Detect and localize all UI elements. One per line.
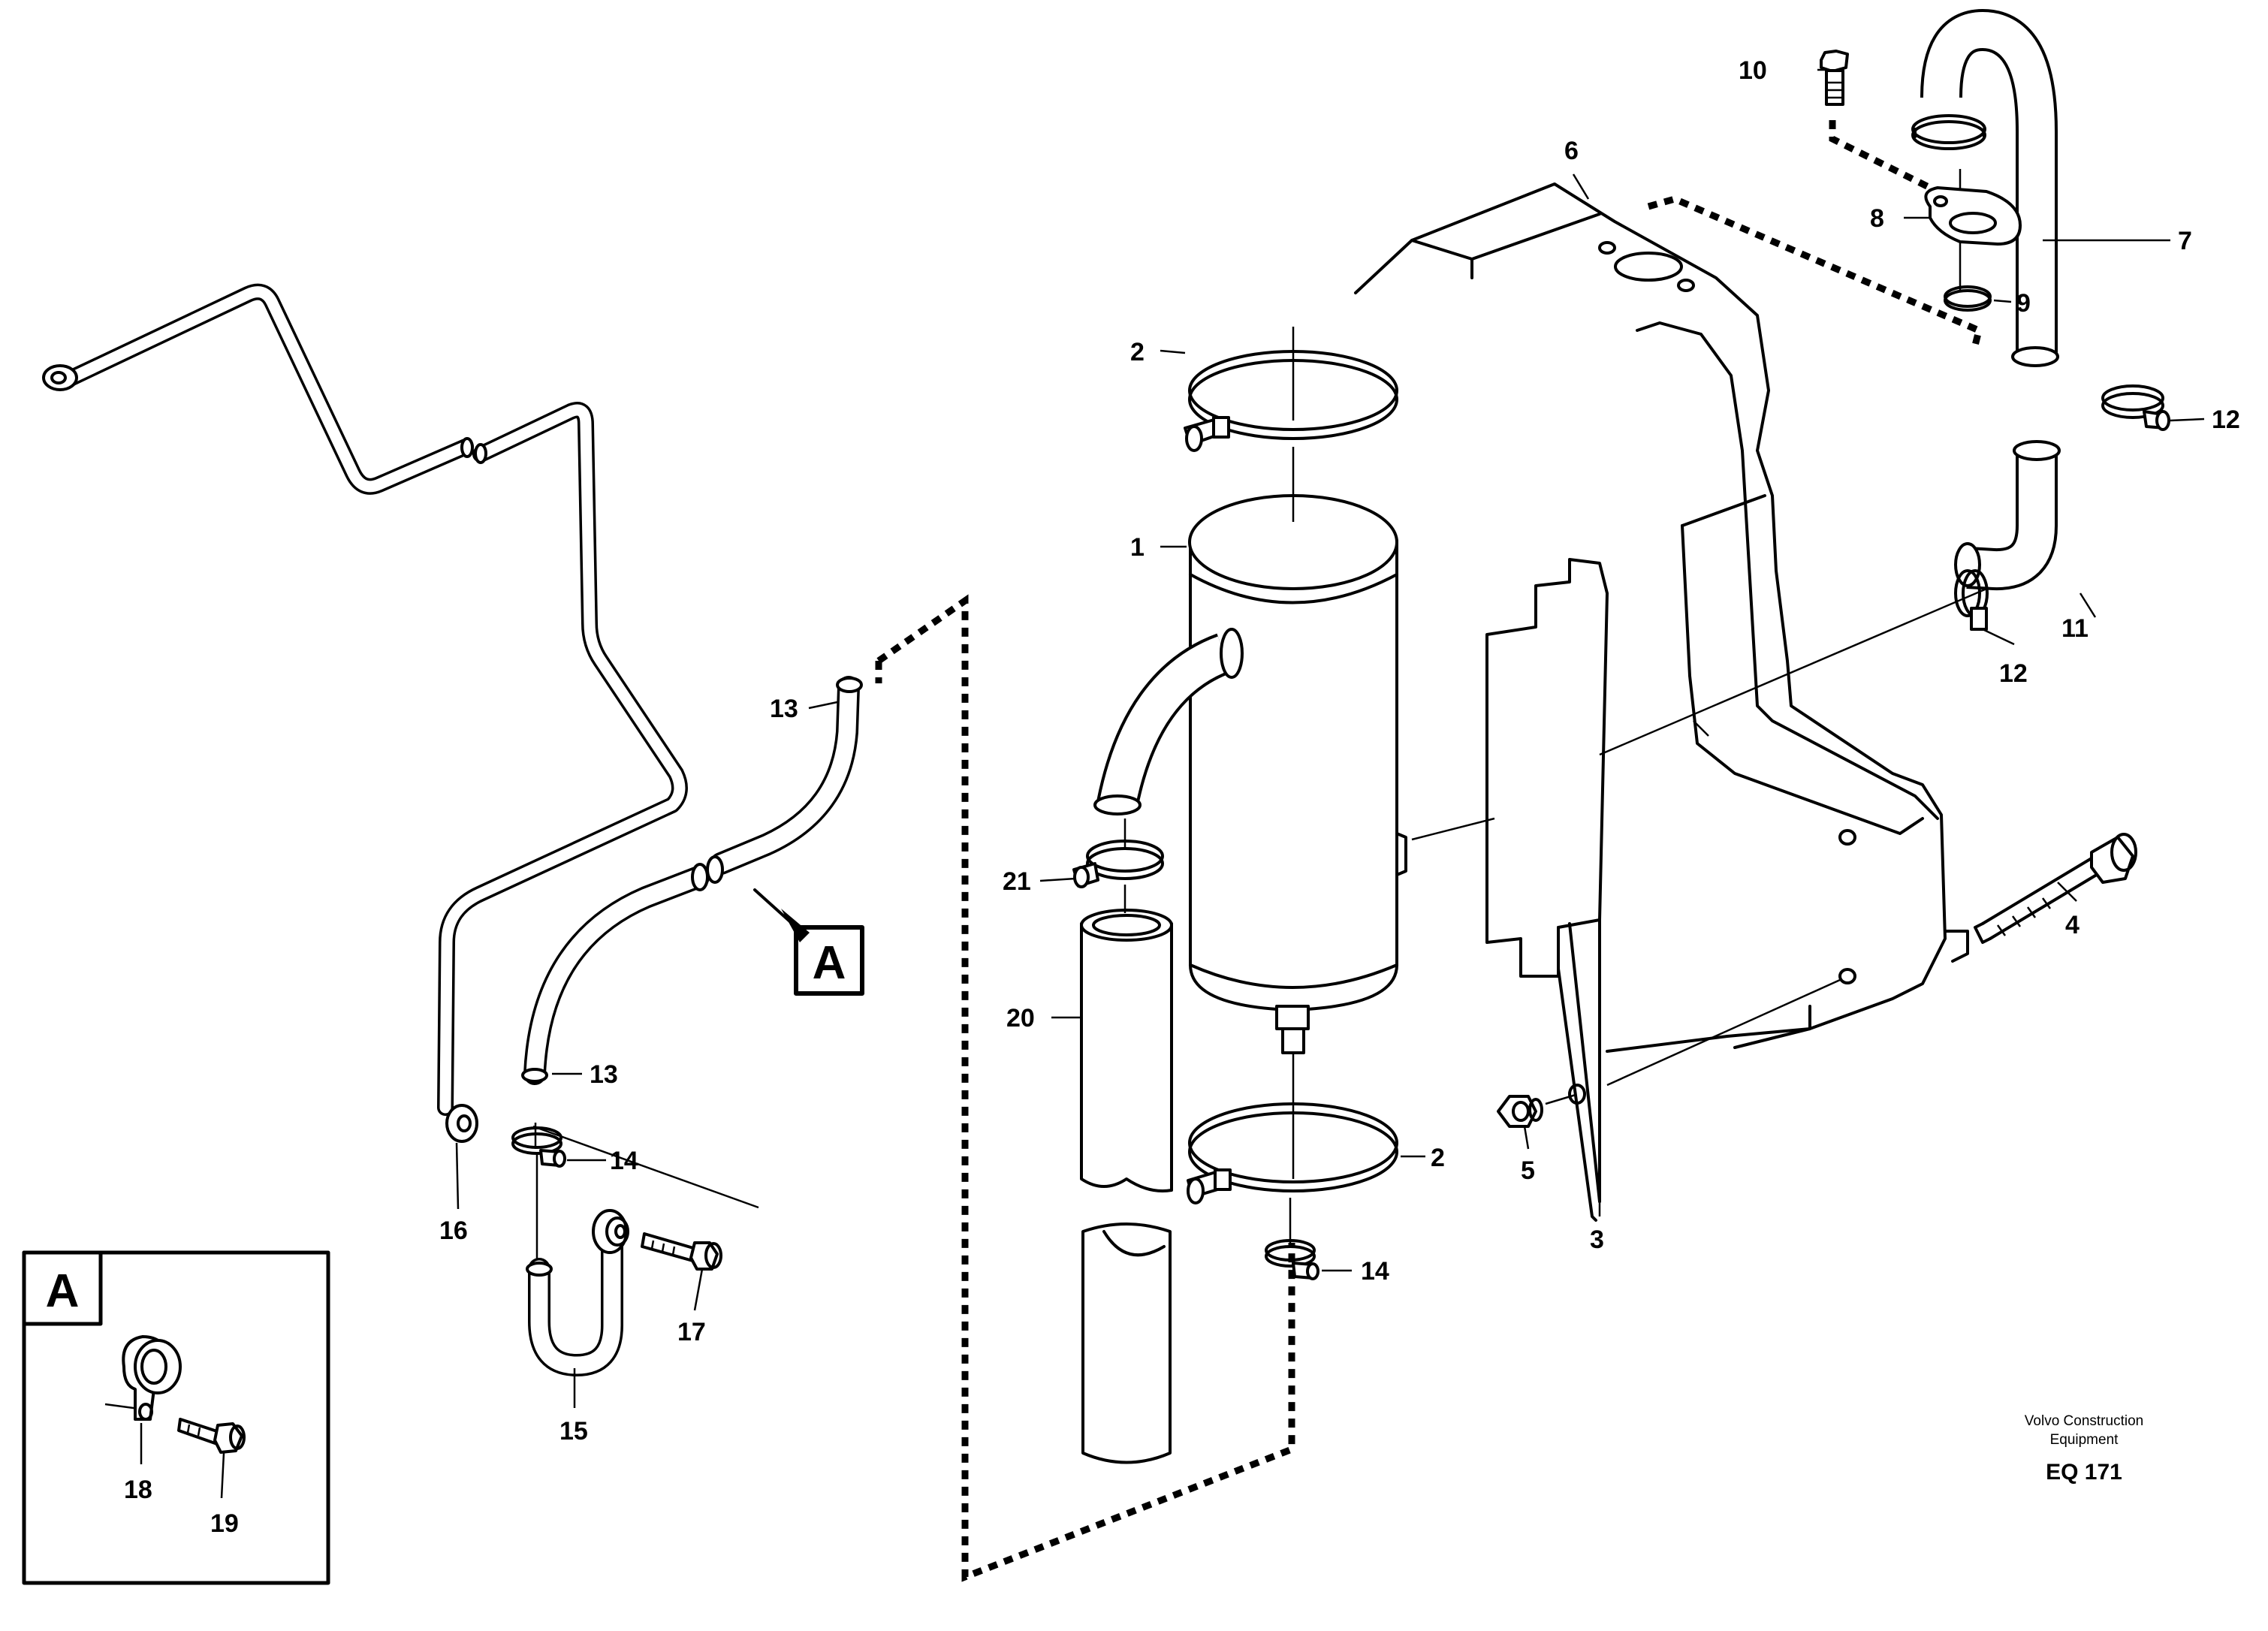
callout-21: 21 bbox=[1003, 867, 1031, 896]
callout-15: 15 bbox=[559, 1417, 588, 1446]
callout-13-lower: 13 bbox=[590, 1060, 618, 1089]
callout-3: 3 bbox=[1590, 1226, 1604, 1254]
hose-clamp-part-14-left bbox=[511, 1126, 566, 1168]
callout-16: 16 bbox=[439, 1216, 468, 1245]
callout-19: 19 bbox=[210, 1509, 239, 1538]
silencer-part-1 bbox=[1093, 494, 1407, 1054]
clamp-part-2-upper bbox=[1184, 350, 1398, 452]
callout-17: 17 bbox=[677, 1318, 706, 1346]
hose-part-13 bbox=[521, 676, 863, 1085]
callout-10: 10 bbox=[1739, 56, 1767, 85]
pipe-part-16 bbox=[42, 283, 688, 1143]
alignment-lines bbox=[104, 169, 2043, 1412]
detail-view-letter: A bbox=[46, 1265, 80, 1317]
callout-14-center: 14 bbox=[1361, 1257, 1389, 1286]
hose-clamp-part-14-center bbox=[1265, 1239, 1319, 1280]
callout-13-upper: 13 bbox=[770, 695, 798, 723]
dashed-leader-silencer-to-pipe bbox=[876, 594, 1295, 1582]
callout-7: 7 bbox=[2178, 227, 2192, 255]
hose-part-11 bbox=[1954, 440, 2061, 591]
dashed-leader-shield-6 bbox=[1647, 195, 1983, 347]
callout-8: 8 bbox=[1870, 204, 1884, 233]
company-name-line2: Equipment bbox=[2050, 1432, 2119, 1448]
callout-12-lower: 12 bbox=[1999, 659, 2028, 688]
tube-part-7 bbox=[1911, 9, 2059, 367]
callout-20: 20 bbox=[1006, 1004, 1035, 1033]
bolt-part-10 bbox=[1820, 50, 1849, 106]
callout-9: 9 bbox=[2016, 289, 2031, 318]
callout-14-left: 14 bbox=[610, 1147, 638, 1175]
exhaust-pipe-part-20 bbox=[1080, 909, 1173, 1464]
p-clamp-part-18 bbox=[122, 1335, 182, 1421]
dashed-leader-bolt-10 bbox=[1829, 120, 1932, 191]
drawing-code: EQ 171 bbox=[2046, 1460, 2122, 1485]
bolt-part-19 bbox=[177, 1418, 246, 1454]
callout-6: 6 bbox=[1564, 137, 1579, 165]
heat-shield-part-6 bbox=[1354, 182, 1969, 1053]
company-name-line1: Volvo Construction bbox=[2025, 1413, 2143, 1429]
callout-2-lower: 2 bbox=[1431, 1144, 1445, 1172]
callout-5: 5 bbox=[1521, 1156, 1535, 1185]
callout-numbers: 1 2 2 3 4 5 6 7 8 9 10 11 12 12 13 13 14… bbox=[124, 56, 2240, 1538]
clamp-part-21 bbox=[1072, 840, 1164, 888]
flange-part-8 bbox=[1924, 186, 2022, 246]
gasket-part-9 bbox=[1944, 285, 1992, 312]
callout-1: 1 bbox=[1130, 533, 1145, 562]
view-marker-a bbox=[753, 888, 864, 996]
nut-part-5 bbox=[1497, 1095, 1543, 1128]
detail-view-a bbox=[22, 1250, 330, 1585]
shield-plate-part-3 bbox=[1485, 558, 1609, 1222]
bolt-part-17 bbox=[641, 1232, 722, 1271]
hose-clamp-part-12-upper bbox=[2101, 384, 2170, 431]
callout-12-right: 12 bbox=[2212, 405, 2240, 434]
callout-11: 11 bbox=[2061, 614, 2089, 643]
view-marker-letter: A bbox=[813, 937, 846, 989]
callout-4: 4 bbox=[2065, 911, 2080, 939]
callout-18: 18 bbox=[124, 1476, 152, 1504]
callout-2-upper: 2 bbox=[1130, 338, 1145, 366]
hose-clamp-part-12-lower bbox=[1954, 569, 1989, 631]
bolt-part-4 bbox=[1974, 833, 2137, 944]
hose-part-15 bbox=[526, 1209, 629, 1376]
callout-leaders bbox=[140, 68, 2205, 1499]
